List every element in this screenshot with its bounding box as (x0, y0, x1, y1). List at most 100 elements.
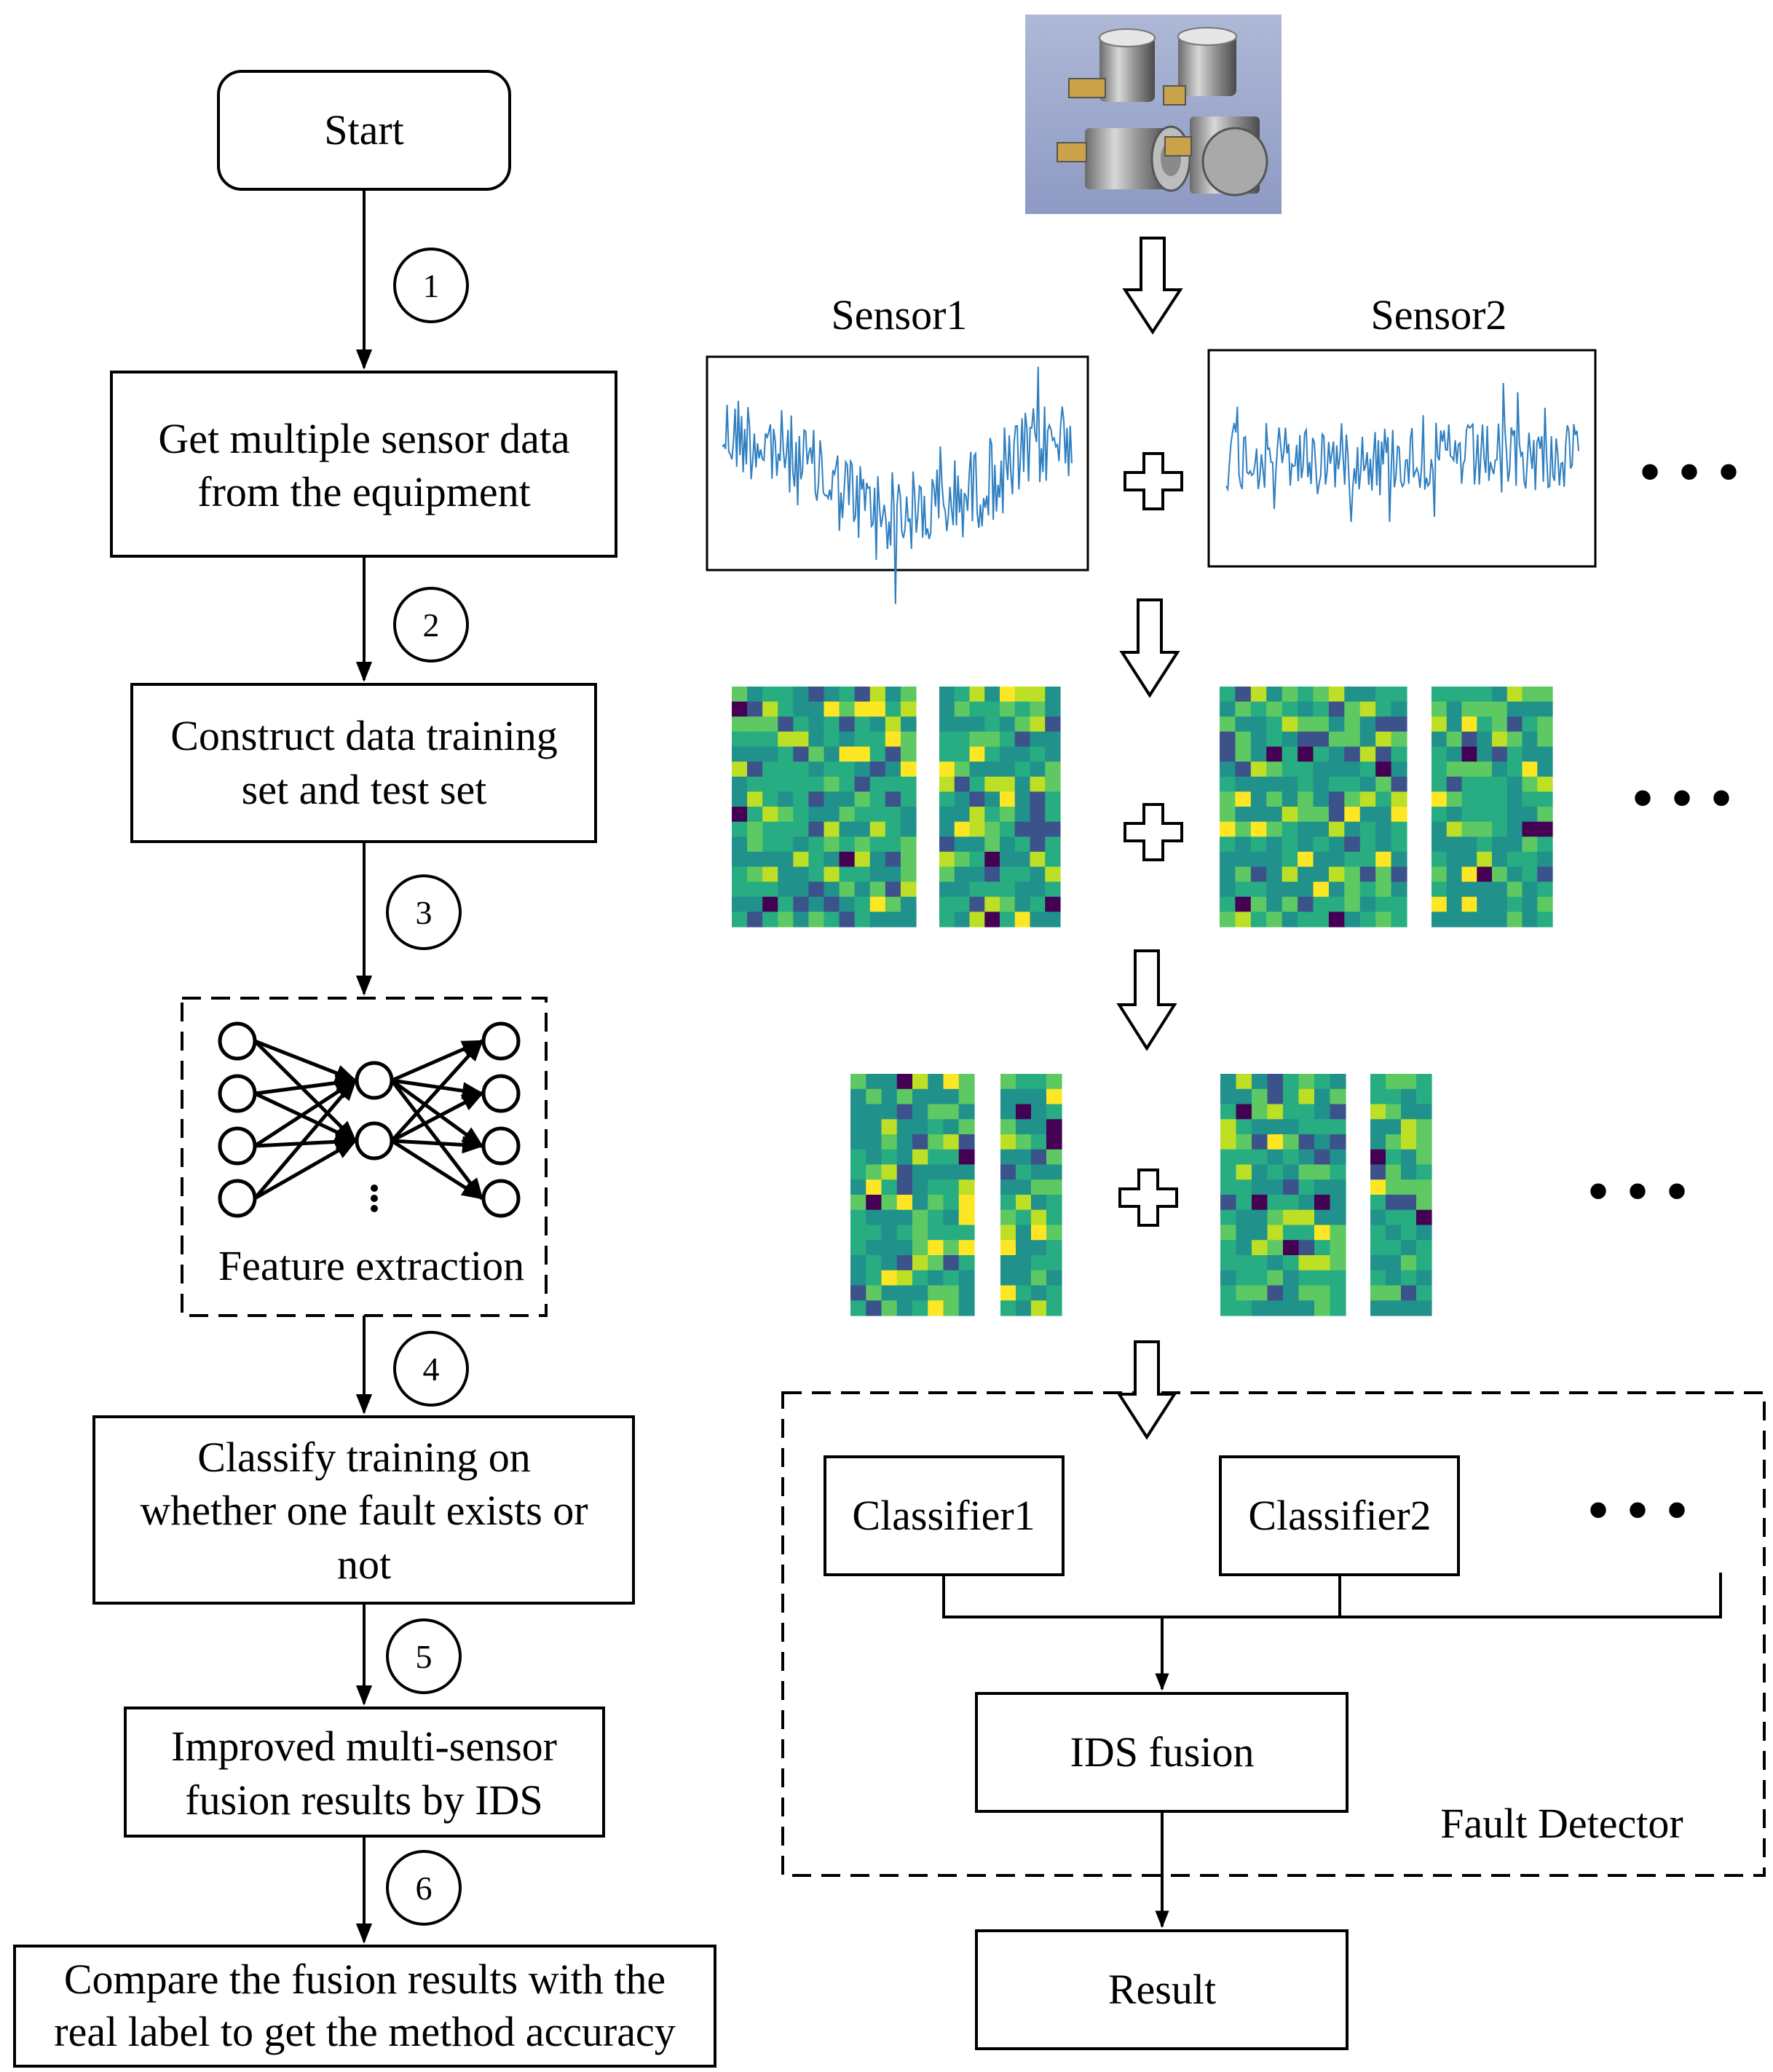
heatmap-cell (808, 701, 825, 717)
heatmap-cell (1477, 791, 1493, 807)
heatmap-cell (1359, 687, 1376, 703)
heatmap-cell (885, 851, 901, 868)
heatmap-cell (869, 882, 886, 898)
heatmap-cell (1391, 716, 1407, 732)
heatmap-cell (732, 896, 748, 912)
heatmap-cell (1283, 1074, 1300, 1090)
heatmap-cell (1344, 882, 1361, 898)
heatmap-cell (1220, 1285, 1237, 1301)
heatmap-cell (1045, 776, 1061, 792)
heatmap-cell (732, 837, 748, 853)
heatmap-cell (984, 837, 1000, 853)
heatmap-cell (747, 837, 763, 853)
heatmap-cell (1492, 746, 1508, 762)
heatmap-cell (732, 821, 748, 837)
heatmap-cell (1391, 687, 1407, 703)
heatmap-cell (1432, 807, 1448, 823)
nn-connection (253, 1040, 358, 1143)
heatmap-cell (885, 896, 901, 912)
heatmap-cell (1031, 1119, 1047, 1135)
heatmap-cell (1446, 762, 1463, 778)
heatmap-cell (1328, 762, 1345, 778)
heatmap-cell (1537, 746, 1553, 762)
heatmap-cell (839, 791, 856, 807)
heatmap-cell (1031, 1088, 1047, 1105)
heatmap-cell (943, 1255, 960, 1271)
heatmap-cell (866, 1074, 882, 1090)
heatmap-cell (1266, 912, 1283, 928)
heatmap-cell (900, 776, 917, 792)
heatmap-cell (1522, 791, 1538, 807)
heatmap-cell (939, 687, 955, 703)
heatmap-cell (854, 882, 871, 898)
heatmap-cell (866, 1179, 882, 1195)
heatmap-cell (762, 791, 778, 807)
heatmap-cell (1375, 807, 1392, 823)
heatmap-cell (1220, 1149, 1237, 1166)
heatmap-cell (1235, 837, 1252, 853)
heatmap-cell (1236, 1209, 1252, 1226)
heatmap-cell (1432, 866, 1448, 882)
heatmap-cell (939, 821, 955, 837)
heatmap-cell (1220, 1255, 1237, 1271)
heatmap-cell (896, 1104, 913, 1120)
heatmap-cell (954, 762, 971, 778)
heatmap-cell (1391, 851, 1407, 868)
heatmap-cell (1000, 896, 1016, 912)
heatmap-cell (1016, 1209, 1032, 1226)
heatmap-cell (869, 776, 886, 792)
heatmap-cell (1250, 791, 1267, 807)
heatmap-cell (1031, 1285, 1047, 1301)
heatmap-cell (808, 807, 825, 823)
heatmap-cell (1045, 791, 1061, 807)
heatmap-cell (1030, 791, 1046, 807)
heatmap-cell (1282, 762, 1298, 778)
heatmap-cell (1416, 1240, 1432, 1256)
heatmap-cell (954, 791, 971, 807)
heatmap-cell (1314, 1255, 1331, 1271)
heatmap-cell (1522, 912, 1538, 928)
heatmap-cell (1046, 1134, 1062, 1150)
heatmap-cell (1235, 746, 1252, 762)
heatmap-cell (850, 1195, 866, 1211)
heatmap-cell (1220, 1300, 1237, 1316)
heatmap-cell (1522, 731, 1538, 748)
heatmap-cell (1000, 837, 1016, 853)
heatmap-cell (1000, 912, 1016, 928)
heatmap-cell (1344, 762, 1361, 778)
sensor1-signal-plot (706, 355, 1089, 572)
heatmap-cell (839, 731, 856, 748)
heatmap-cell (1370, 1149, 1386, 1166)
heatmap-cell (1030, 837, 1046, 853)
heatmap-cell (1391, 791, 1407, 807)
heatmap-cell (1267, 1285, 1284, 1301)
heatmap-cell (1432, 716, 1448, 732)
heatmap-cell (969, 851, 985, 868)
heatmap-cell (1283, 1195, 1300, 1211)
heatmap-cell (1492, 776, 1508, 792)
heatmap-cell (1031, 1179, 1047, 1195)
nn-connection (391, 1136, 484, 1154)
heatmap-cell (1344, 716, 1361, 732)
heatmap-cell (1477, 821, 1493, 837)
heatmap-cell (1046, 1300, 1062, 1316)
heatmap-cell (954, 821, 971, 837)
heatmap-cell (881, 1300, 898, 1316)
heatmap-cell (939, 807, 955, 823)
heatmap-cell (1537, 791, 1553, 807)
heatmap-cell (824, 866, 840, 882)
sensor2-signal-plot (1207, 349, 1597, 568)
heatmap-cell (896, 1149, 913, 1166)
heatmap-cell (824, 851, 840, 868)
heatmap-cell (854, 762, 871, 778)
heatmap-cell (896, 1195, 913, 1211)
heatmap-cell (928, 1119, 944, 1135)
nn-connection (254, 1039, 358, 1083)
heatmap-cell (1537, 882, 1553, 898)
heatmap-cell (808, 746, 825, 762)
heatmap-cell (1313, 912, 1330, 928)
heatmap-cell (1522, 716, 1538, 732)
heatmap-cell (1252, 1240, 1268, 1256)
heatmap-cell (1235, 731, 1252, 748)
heatmap-cell (1298, 821, 1314, 837)
